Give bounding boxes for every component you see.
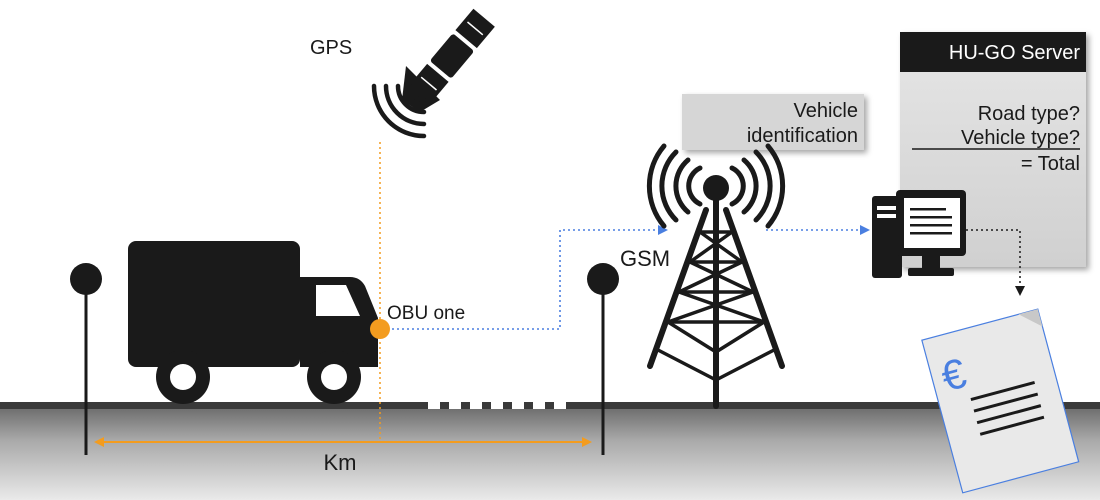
computer-icon bbox=[872, 190, 966, 278]
obu-to-gsm-link bbox=[392, 225, 668, 330]
obu-device bbox=[370, 319, 390, 339]
vehicle-id-line1: Vehicle bbox=[794, 100, 859, 122]
road-marker-icon bbox=[70, 263, 102, 455]
road bbox=[0, 402, 1100, 500]
server-vehicle-type: Vehicle type? bbox=[961, 127, 1080, 149]
gsm-tower-icon bbox=[646, 143, 786, 409]
km-label: Km bbox=[324, 450, 357, 475]
gps-label: GPS bbox=[310, 37, 352, 59]
km-distance-arrow bbox=[94, 437, 592, 447]
invoice-icon: € bbox=[921, 308, 1080, 494]
road-marker-icon bbox=[587, 263, 619, 455]
truck-icon bbox=[128, 241, 378, 404]
server-total: = Total bbox=[1021, 153, 1080, 175]
server-road-type: Road type? bbox=[978, 103, 1080, 125]
vehicle-identification-box: Vehicle identification bbox=[682, 94, 864, 150]
gsm-to-server-link bbox=[766, 225, 870, 235]
gsm-label: GSM bbox=[620, 246, 670, 271]
server-title: HU-GO Server bbox=[949, 42, 1080, 64]
road-dashes bbox=[428, 402, 566, 409]
satellite-icon bbox=[371, 8, 495, 139]
vehicle-id-line2: identification bbox=[747, 125, 858, 147]
obu-label: OBU one bbox=[387, 303, 465, 324]
server-to-invoice-link bbox=[966, 229, 1025, 296]
